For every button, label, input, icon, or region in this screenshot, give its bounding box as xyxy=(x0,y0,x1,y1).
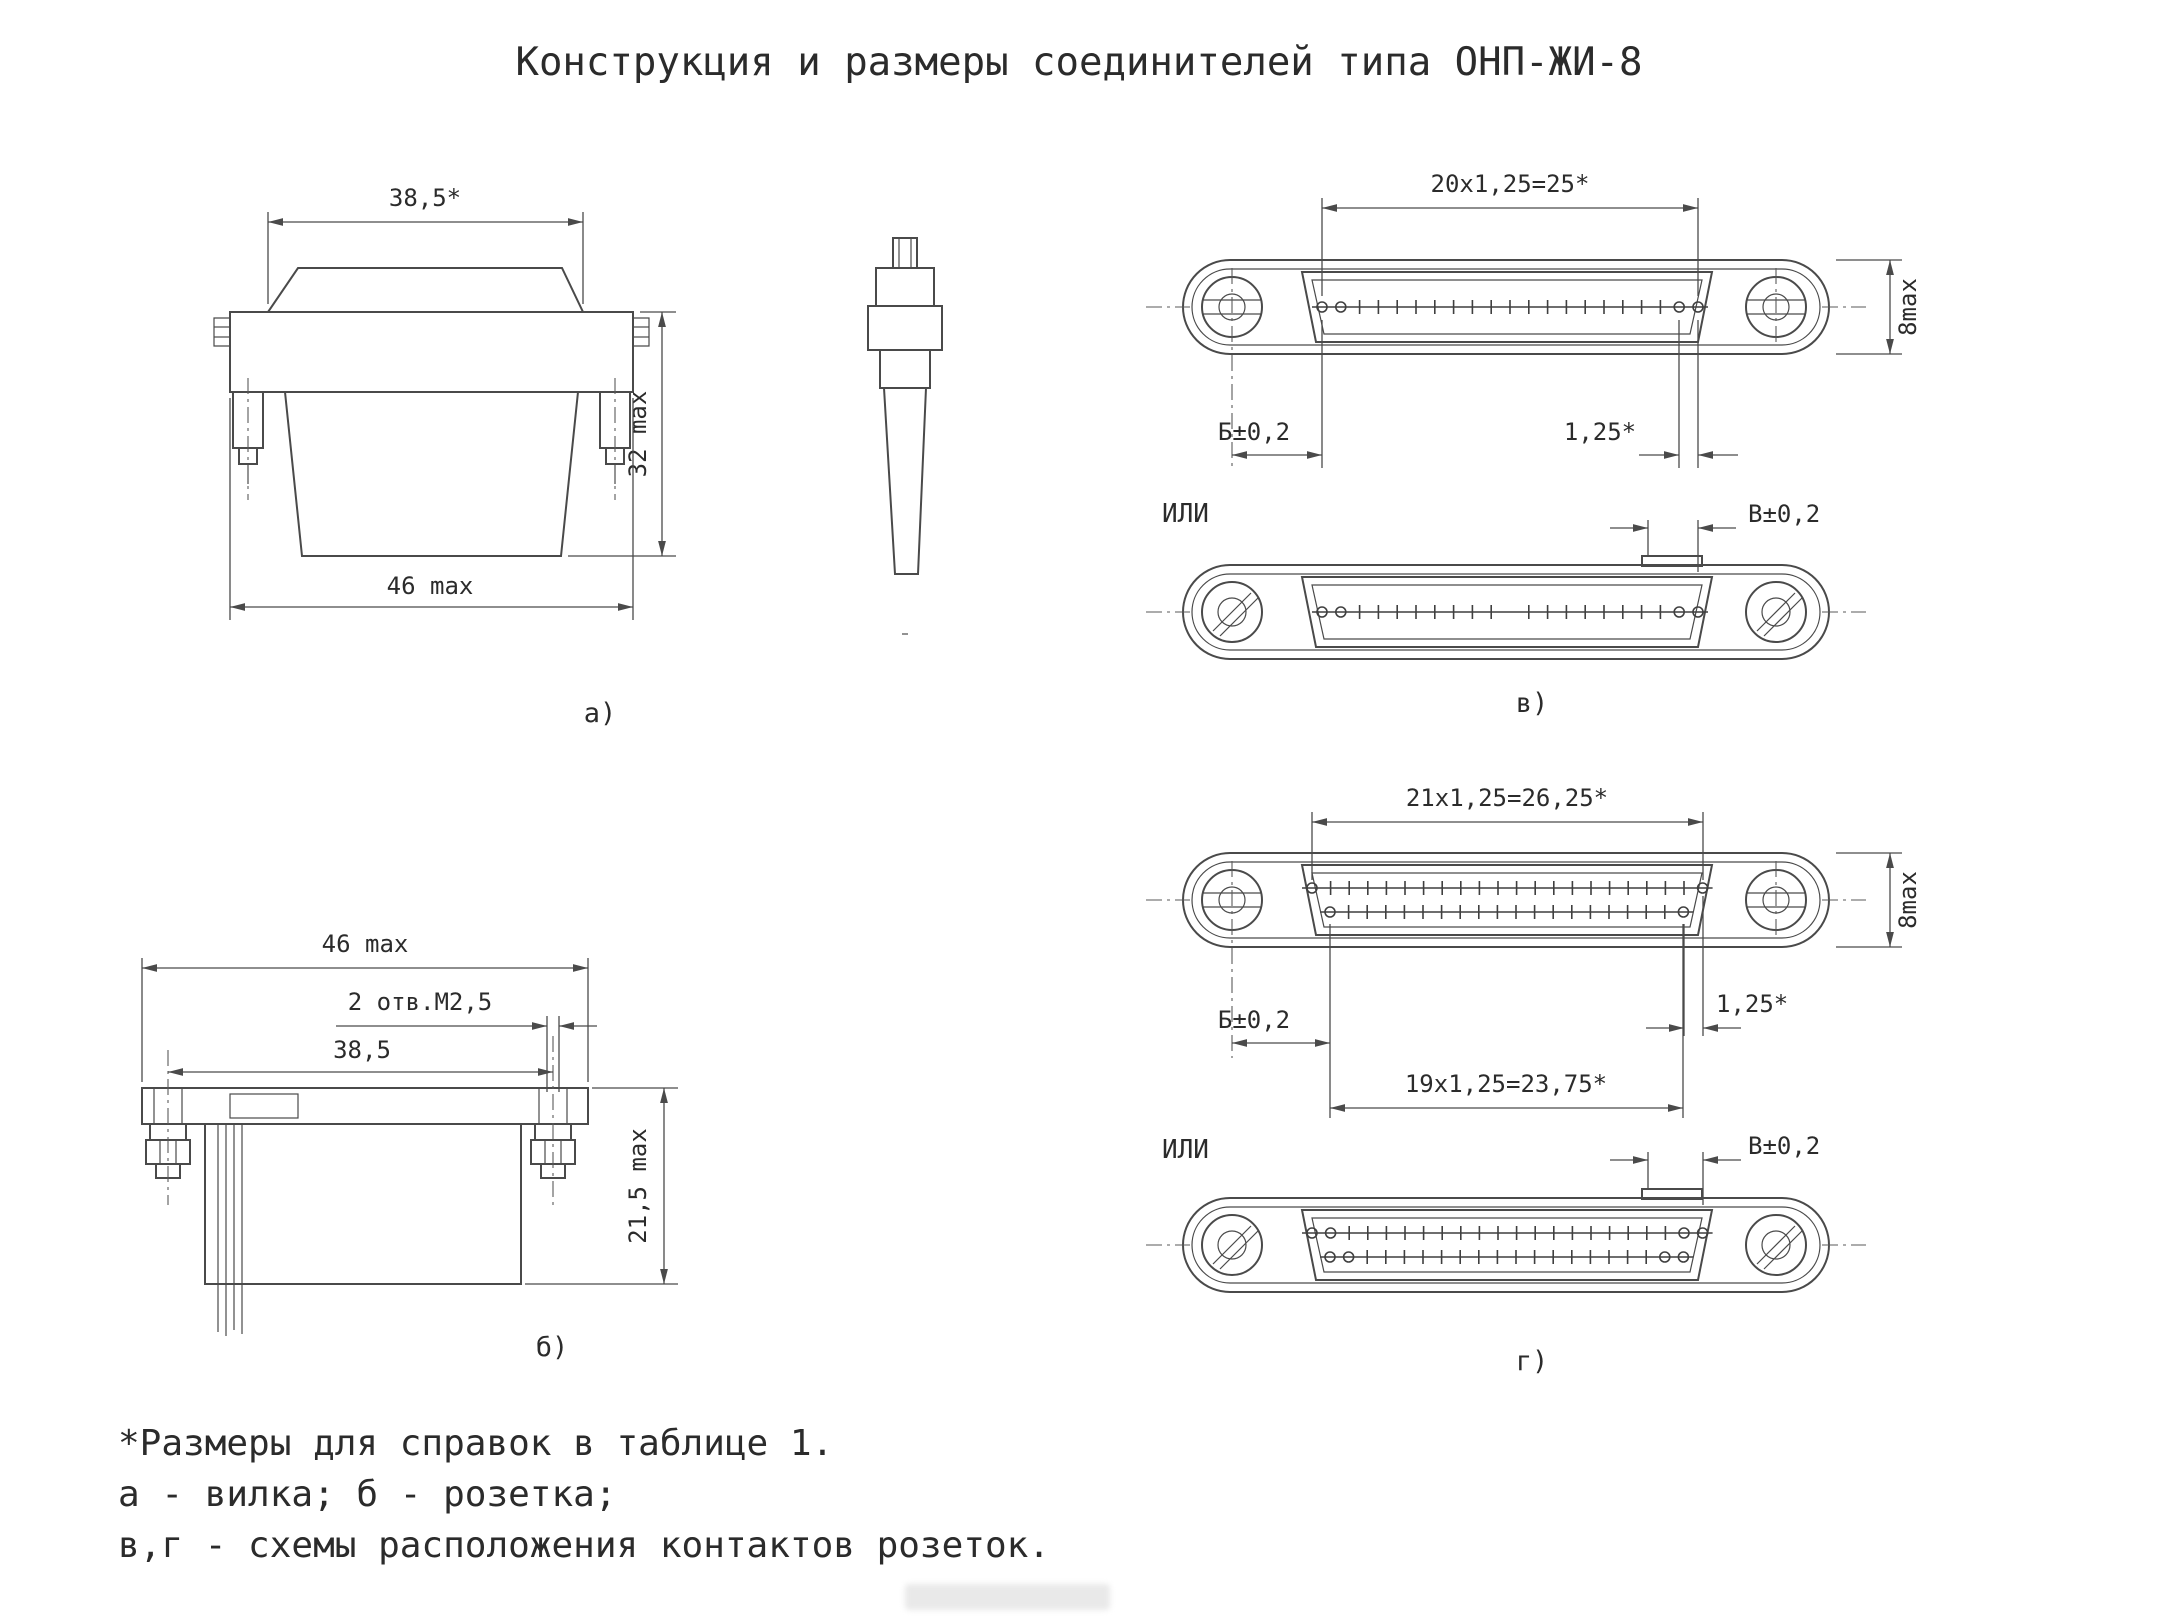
view-a-label: а) xyxy=(584,698,617,729)
view-g-or-label: ИЛИ xyxy=(1162,1135,1209,1165)
view-a-plug-side xyxy=(867,237,943,635)
dim-v-pitch: 1,25* xyxy=(1564,418,1636,446)
view-v-or-label: ИЛИ xyxy=(1162,499,1209,529)
contact-row xyxy=(1320,905,1694,919)
dim-v-height: 8max xyxy=(1894,278,1922,336)
view-b-socket: 46 max 2 отв.М2,5 38,5 21,5 max б) xyxy=(141,930,678,1363)
footnote-line-2: а - вилка; б - розетка; xyxy=(118,1474,617,1515)
dim-v-contact-span: 20х1,25=25* xyxy=(1431,170,1590,198)
dim-g-contact-span-top: 21х1,25=26,25* xyxy=(1406,784,1608,812)
footnote-line-3: в,г - схемы расположения контактов розет… xyxy=(118,1525,1050,1566)
contact-row xyxy=(1312,300,1708,314)
contact-row xyxy=(1302,881,1713,895)
dim-g-b: Б±0,2 xyxy=(1218,1006,1290,1034)
dim-v-b: Б±0,2 xyxy=(1218,418,1290,446)
view-g-socket-contacts: 21х1,25=26,25* 8max Б±0,2 1,25* 19х1,25=… xyxy=(1146,784,1922,1377)
dim-g-height: 8max xyxy=(1894,871,1922,929)
view-g-label: г) xyxy=(1516,1346,1549,1377)
dim-b-holes: 2 отв.М2,5 xyxy=(348,988,493,1016)
contact-row xyxy=(1312,605,1708,619)
contact-row xyxy=(1302,1226,1713,1240)
dim-a-top-width: 38,5* xyxy=(389,184,461,212)
view-b-label: б) xyxy=(536,1332,569,1363)
footnote-line-1: *Размеры для справок в таблице 1. xyxy=(118,1423,834,1464)
view-a-plug-front: 38,5* 32 max 46 max а) xyxy=(213,184,676,729)
dim-b-screw-span: 38,5 xyxy=(333,1036,391,1064)
dim-g-contact-span-bottom: 19х1,25=23,75* xyxy=(1405,1070,1607,1098)
dim-b-height: 21,5 max xyxy=(624,1128,652,1244)
view-v-socket-contacts: 20х1,25=25* 8max Б±0,2 1,25* ИЛИ xyxy=(1146,170,1922,719)
page-title: Конструкция и размеры соединителей типа … xyxy=(515,40,1643,85)
dim-a-bottom-width: 46 max xyxy=(387,572,474,600)
dim-v-v: В±0,2 xyxy=(1748,500,1820,528)
contact-row xyxy=(1320,1250,1694,1264)
dim-g-v: В±0,2 xyxy=(1748,1132,1820,1160)
dim-g-pitch: 1,25* xyxy=(1716,990,1788,1018)
view-v-label: в) xyxy=(1516,688,1549,719)
dim-a-height: 32 max xyxy=(624,391,652,478)
dim-b-overall-width: 46 max xyxy=(322,930,409,958)
watermark-smudge xyxy=(905,1584,1110,1610)
footnotes: *Размеры для справок в таблице 1. а - ви… xyxy=(118,1418,1050,1571)
